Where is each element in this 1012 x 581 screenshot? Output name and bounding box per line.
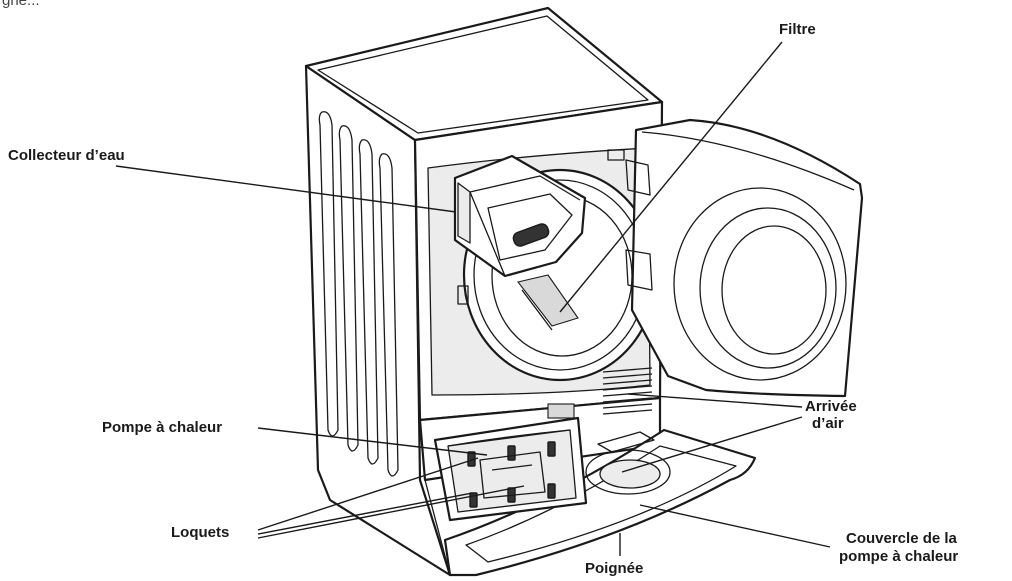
leader-pompe — [257, 427, 488, 456]
label-collecteur: Collecteur d’eau — [8, 147, 125, 164]
leader-filtre — [559, 41, 783, 313]
leader-loquets-1 — [257, 457, 479, 531]
label-arrivee-line2: d’air — [812, 415, 844, 432]
leader-lines — [115, 41, 831, 556]
leader-collecteur — [115, 165, 457, 213]
leader-loquets-3 — [257, 485, 525, 539]
dryer-door — [625, 118, 864, 398]
label-pompe: Pompe à chaleur — [102, 419, 223, 436]
label-loquets: Loquets — [171, 524, 230, 541]
leader-arrivee-2 — [621, 416, 803, 473]
label-arrivee-line1: Arrivée — [805, 398, 857, 415]
air-intake-grille — [602, 367, 653, 415]
label-filtre: Filtre — [779, 21, 816, 38]
leader-arrivee-1 — [627, 393, 803, 408]
cropped-header-text: ghe... — [2, 0, 40, 9]
label-poignee: Poignée — [585, 560, 644, 577]
label-couvercle-line2: pompe à chaleur — [839, 548, 959, 565]
label-couvercle-line1: Couvercle de la — [846, 530, 957, 547]
water-container — [453, 154, 587, 278]
leader-loquets-2 — [257, 492, 473, 535]
heat-pump-unit — [433, 403, 588, 522]
leader-couvercle — [639, 504, 831, 548]
